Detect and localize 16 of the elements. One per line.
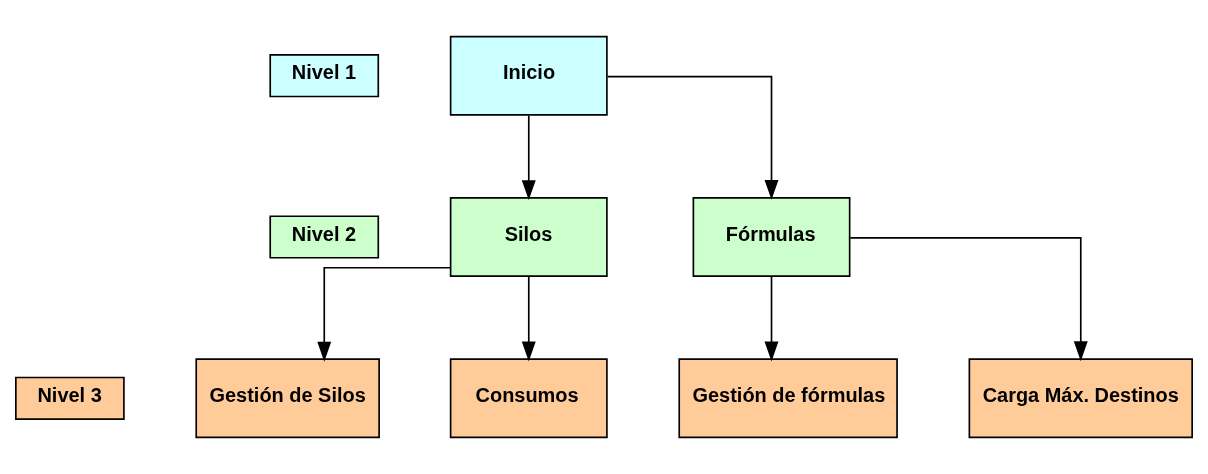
arrow xyxy=(606,75,779,200)
node-box: Fórmulas xyxy=(692,197,851,277)
node-box: Nivel 2 xyxy=(269,215,380,259)
arrow xyxy=(521,276,536,362)
node-box: Carga Máx. Destinos xyxy=(968,358,1193,439)
node-box: Nivel 1 xyxy=(269,54,380,98)
arrow xyxy=(849,237,1088,362)
node-box: Nivel 3 xyxy=(15,376,125,420)
node-box: Inicio xyxy=(449,35,608,116)
arrow xyxy=(764,276,779,362)
arrow xyxy=(521,114,536,201)
node-box: Gestión de fórmulas xyxy=(678,358,898,439)
node-box: Consumos xyxy=(449,358,608,439)
arrow xyxy=(317,266,452,362)
node-box: Gestión de Silos xyxy=(195,358,380,439)
node-box: Silos xyxy=(449,197,608,277)
